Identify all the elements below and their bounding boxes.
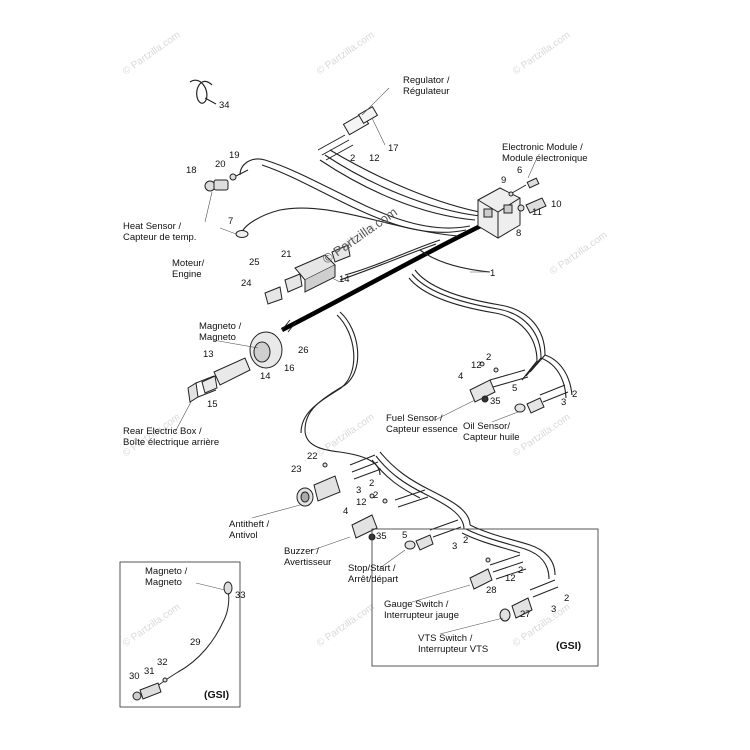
callout-20: 20 <box>215 159 226 170</box>
engine-wire <box>241 207 459 237</box>
label-oil-sensor: Oil Sensor/Capteur huile <box>463 421 520 443</box>
gsi-box-right <box>371 528 599 667</box>
label-vts-switch: VTS Switch /Interrupteur VTS <box>418 633 489 655</box>
callout-2: 2 <box>518 565 524 576</box>
antitheft-part <box>296 462 341 507</box>
fuel-sensor-part <box>469 361 499 403</box>
magneto-part <box>201 319 297 394</box>
callout-2: 2 <box>373 490 379 501</box>
callout-17: 17 <box>388 143 399 154</box>
engine-connector-block <box>264 244 351 305</box>
callout-18: 18 <box>186 165 197 176</box>
callout-23: 23 <box>291 464 302 475</box>
callout-8: 8 <box>516 228 522 239</box>
lower-branch-wires <box>300 311 381 476</box>
callout-21: 21 <box>281 249 292 260</box>
callout-29: 29 <box>190 637 201 648</box>
main-harness-cable <box>280 215 498 333</box>
callout-14: 14 <box>339 274 350 285</box>
callout-4: 4 <box>458 371 464 382</box>
callout-13: 13 <box>203 349 214 360</box>
callout-27: 27 <box>520 609 531 620</box>
callout-5: 5 <box>402 530 408 541</box>
callout-15: 15 <box>207 399 218 410</box>
callout-7: 7 <box>228 216 234 227</box>
callout-31: 31 <box>144 666 155 677</box>
callout-1: 1 <box>490 268 496 279</box>
callout-3: 3 <box>561 397 567 408</box>
callout-12: 12 <box>471 360 482 371</box>
label-fuel-sensor: Fuel Sensor /Capteur essence <box>386 413 458 435</box>
sensor-branch-wires <box>408 269 573 399</box>
callout-33: 33 <box>235 590 246 601</box>
leader-lines <box>174 87 537 635</box>
callout-28: 28 <box>486 585 497 596</box>
callout-2: 2 <box>350 153 356 164</box>
label-moteur: Moteur/Engine <box>172 258 205 280</box>
callout-12: 12 <box>356 497 367 508</box>
regulator-wires <box>319 149 486 221</box>
callout-35: 35 <box>376 531 387 542</box>
heat-sensor-wire <box>239 158 471 233</box>
callout-2: 2 <box>564 593 570 604</box>
callout-10: 10 <box>551 199 562 210</box>
engine-connector-wires <box>339 239 441 281</box>
callout-11: 11 <box>532 207 542 218</box>
label-magneto: Magneto /Magneto <box>199 321 242 343</box>
callout-9: 9 <box>501 175 507 186</box>
label-rear-electric-box: Rear Electric Box /Boîte électrique arri… <box>123 426 220 448</box>
gsi-box-inset <box>119 561 241 708</box>
callout-5: 5 <box>512 383 518 394</box>
label-stop-start: Stop/Start /Arrêt/départ <box>348 563 399 585</box>
label-electronic-module: Electronic Module /Module électronique <box>502 142 588 164</box>
callout-3: 3 <box>452 541 458 552</box>
callout-3: 3 <box>551 604 557 615</box>
engine-ground-part <box>235 230 249 238</box>
callout-30: 30 <box>129 671 140 682</box>
accessory-wires <box>371 451 556 580</box>
label-regulator: Regulator /Régulateur <box>403 75 450 97</box>
stop-start-part <box>404 534 434 551</box>
callout-35: 35 <box>490 396 501 407</box>
callout-4: 4 <box>343 506 349 517</box>
callout-32: 32 <box>157 657 168 668</box>
vts-switch-part <box>499 597 533 622</box>
callout-22: 22 <box>307 451 318 462</box>
callout-2: 2 <box>463 535 469 546</box>
regulator-connector <box>317 105 379 161</box>
callout-24: 24 <box>241 278 252 289</box>
callout-14: 14 <box>260 371 271 382</box>
heat-sensor-part <box>204 169 249 192</box>
label-heat-sensor: Heat Sensor /Capteur de temp. <box>123 221 197 243</box>
inset-magneto-wiring <box>132 581 233 701</box>
callout-3: 3 <box>356 485 362 496</box>
module-hardware <box>508 177 547 214</box>
label-gauge-switch: Gauge Switch /Interrupteur jauge <box>384 599 459 621</box>
callout-34: 34 <box>219 100 230 111</box>
label-buzzer: Buzzer /Avertisseur <box>284 546 332 568</box>
callout-2: 2 <box>486 352 492 363</box>
tie-clip <box>189 79 213 104</box>
callout-16: 16 <box>284 363 295 374</box>
callout-26: 26 <box>298 345 309 356</box>
callout-2: 2 <box>369 478 375 489</box>
label-magneto-inset: Magneto /Magneto <box>145 566 188 588</box>
harness-branch <box>419 249 491 273</box>
oil-sensor-part <box>514 397 545 414</box>
label-antitheft: Antitheft /Antivol <box>229 519 270 541</box>
electronic-module-part <box>477 187 521 239</box>
callout-19: 19 <box>229 150 240 161</box>
callout-6: 6 <box>517 165 523 176</box>
callout-12: 12 <box>369 153 380 164</box>
callout-25: 25 <box>249 257 260 268</box>
callout-2: 2 <box>572 389 578 400</box>
gsi-tag-inset: (GSI) <box>204 689 230 701</box>
gauge-switch-part <box>469 557 493 590</box>
callout-12: 12 <box>505 573 516 584</box>
gsi-tag-right: (GSI) <box>556 640 582 652</box>
rear-electric-box-part <box>187 375 217 403</box>
